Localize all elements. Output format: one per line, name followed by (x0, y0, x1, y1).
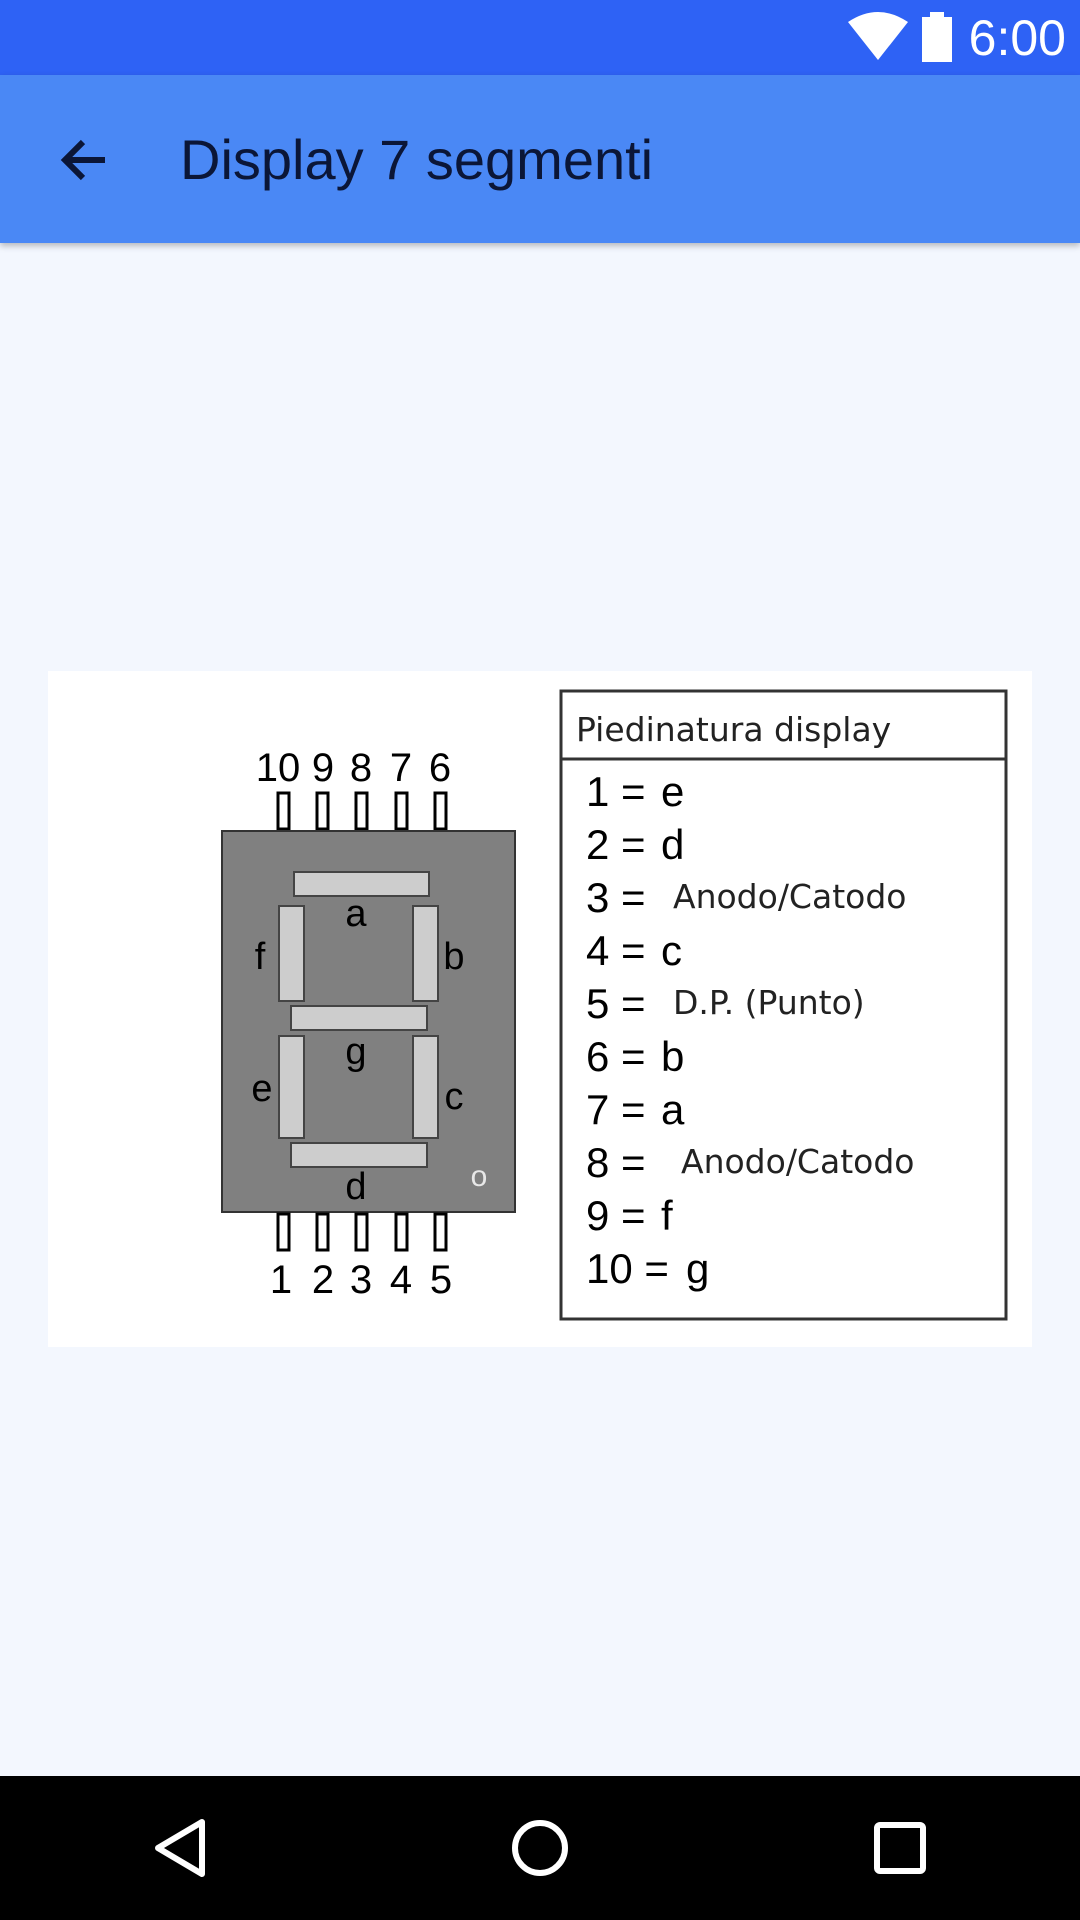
pinout-image: 10 9 8 7 6 a f b g e c (48, 671, 1032, 1347)
navigation-bar (0, 1776, 1080, 1920)
segment-label-f: f (255, 936, 266, 978)
legend-row-pin: 1 = (586, 768, 646, 815)
legend-row-pin: 6 = (586, 1033, 646, 1080)
segment-label-b: b (443, 936, 464, 978)
dp-mark: o (471, 1160, 488, 1193)
legend-row-value: Anodo/Catodo (681, 1142, 914, 1181)
nav-home-button[interactable] (450, 1776, 630, 1920)
legend-row-value: g (686, 1245, 709, 1292)
segment-label-d: d (345, 1166, 366, 1208)
legend-row-pin: 4 = (586, 927, 646, 974)
legend-row-value: b (661, 1033, 684, 1080)
bottom-pin-label: 4 (390, 1258, 412, 1302)
app-bar: Display 7 segmenti (0, 75, 1080, 243)
legend-title: Piedinatura display (576, 710, 891, 749)
nav-recents-button[interactable] (810, 1776, 990, 1920)
top-pin-label: 8 (350, 746, 372, 790)
segment-a (293, 871, 430, 897)
legend-row-pin: 8 = (586, 1139, 646, 1186)
segment-f (278, 905, 305, 1002)
top-pins (276, 791, 448, 831)
back-triangle-icon (155, 1819, 205, 1877)
legend-row-value: e (661, 768, 684, 815)
legend-row-pin: 5 = (586, 980, 646, 1027)
legend-row-value: Anodo/Catodo (673, 877, 906, 916)
status-bar: 6:00 (0, 0, 1080, 75)
legend-row-pin: 10 = (586, 1245, 669, 1292)
legend-row-value: D.P. (Punto) (673, 983, 865, 1022)
legend-rows: 1 = e 2 = d 3 = Anodo/Catodo 4 = c 5 = D… (586, 768, 914, 1292)
segment-e (278, 1035, 305, 1139)
home-circle-icon (512, 1820, 568, 1876)
page-title: Display 7 segmenti (180, 128, 654, 191)
arrow-back-icon (60, 139, 105, 181)
segment-label-c: c (445, 1076, 464, 1118)
bottom-pins (276, 1212, 448, 1252)
legend-row-value: c (661, 927, 682, 974)
segment-d (290, 1142, 428, 1168)
segments (278, 871, 439, 1168)
segment-g (290, 1005, 428, 1031)
wifi-icon (848, 12, 908, 60)
recents-square-icon (874, 1822, 926, 1874)
bottom-pin-label: 2 (312, 1258, 334, 1302)
seven-segment-diagram: 10 9 8 7 6 a f b g e c (221, 689, 1008, 1321)
segment-label-e: e (251, 1068, 272, 1110)
top-pin-label: 7 (390, 746, 412, 790)
segment-label-g: g (345, 1031, 366, 1073)
status-time: 6:00 (968, 10, 1066, 66)
legend-box (559, 689, 1008, 1321)
legend-row-value: a (661, 1086, 685, 1133)
bottom-pin-label: 5 (430, 1258, 452, 1302)
legend-row-pin: 3 = (586, 874, 646, 921)
bottom-pin-label: 1 (270, 1258, 292, 1302)
top-pin-label: 9 (312, 746, 334, 790)
bottom-pin-label: 3 (350, 1258, 372, 1302)
legend-row-pin: 9 = (586, 1192, 646, 1239)
legend-row-value: d (661, 821, 684, 868)
back-button[interactable] (38, 119, 128, 201)
segment-b (412, 905, 439, 1002)
top-pin-label: 10 (256, 746, 301, 790)
legend-row-pin: 7 = (586, 1086, 646, 1133)
legend-row-pin: 2 = (586, 821, 646, 868)
segment-label-a: a (345, 893, 367, 935)
top-pin-label: 6 (429, 746, 451, 790)
segment-c (412, 1035, 439, 1139)
battery-icon (922, 12, 952, 62)
nav-back-button[interactable] (90, 1776, 270, 1920)
legend-row-value: f (661, 1192, 673, 1239)
